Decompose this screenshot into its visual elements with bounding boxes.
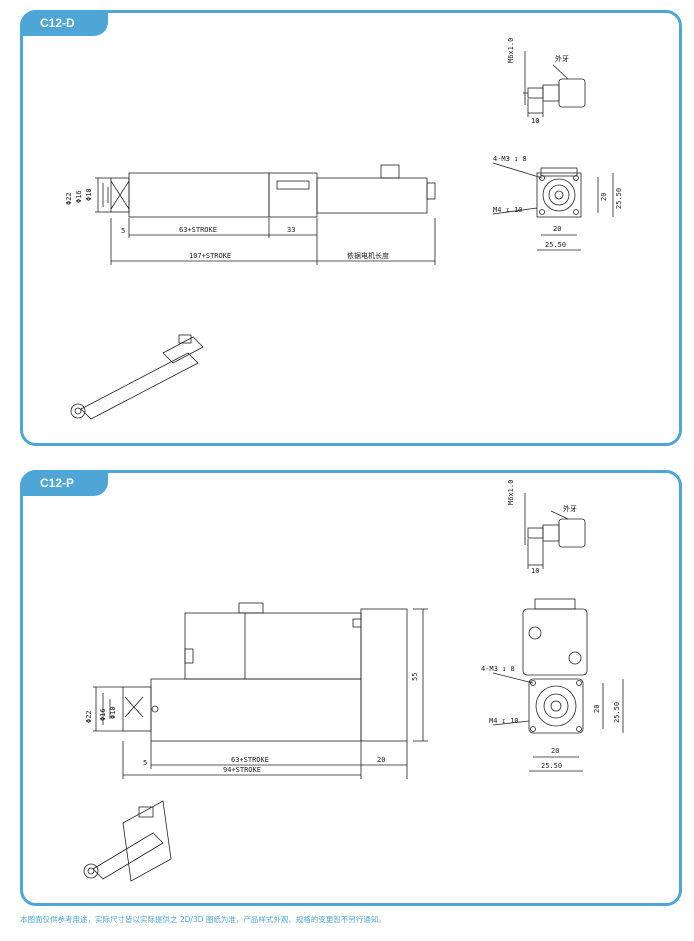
dim-h55: 55 (411, 673, 419, 681)
dim-total: 94+STROKE (223, 766, 261, 774)
side-view-c12-d: Φ22 Φ16 Φ10 5 63+STROKE 33 107+STROKE 依据… (65, 164, 436, 265)
dim-w25: 25.50 (541, 762, 562, 770)
face-view-c12-p: 4-M3 ↧ 8 M4 ↧ 10 20 25.50 20 25.50 (481, 598, 624, 772)
dim-33: 33 (287, 226, 295, 234)
dim-h25: 25.50 (613, 702, 621, 723)
thread-spec-label: M6x1.0 (507, 480, 515, 505)
thread-length-label: 10 (531, 567, 539, 575)
dim-dia16: Φ16 (75, 190, 83, 203)
dim-5: 5 (143, 759, 147, 767)
dim-stroke: 63+STROKE (231, 756, 269, 764)
dim-w25: 25.50 (545, 241, 566, 249)
note-m4: M4 ↧ 10 (493, 206, 523, 214)
panel-tab-c12-d: C12-D (20, 10, 108, 36)
isometric-view-c12-d (70, 334, 204, 420)
dim-5: 5 (121, 227, 125, 235)
drawing-c12-p: M6x1.0 外牙 10 55 Φ22 Φ (83, 480, 624, 882)
thread-type-label: 外牙 (555, 54, 569, 63)
thread-detail-c12-p: M6x1.0 外牙 10 (507, 480, 586, 575)
dim-dia10: Φ10 (109, 706, 117, 719)
note-m3: 4-M3 ↧ 8 (481, 665, 515, 673)
side-view-c12-p: 55 Φ22 Φ16 Φ10 5 63+STROKE 20 94+STROKE (85, 602, 428, 779)
thread-detail-c12-d: M6x1.0 外牙 10 (507, 38, 586, 125)
thread-length-label: 10 (531, 117, 539, 125)
face-view-c12-d: 4-M3 ↧ 8 M4 ↧ 10 20 25.50 20 25.50 (492, 155, 623, 251)
drawing-c12-d: M6x1.0 外牙 10 Φ22 Φ16 Φ10 (65, 38, 623, 420)
thread-spec-label: M6x1.0 (507, 38, 515, 63)
note-m3: 4-M3 ↧ 8 (493, 155, 527, 163)
panel-tab-c12-p: C12-P (20, 470, 108, 496)
dim-dia10: Φ10 (85, 188, 93, 201)
thread-type-label: 外牙 (563, 504, 577, 513)
panel-c12-p: C12-P M6x1.0 外牙 10 (20, 470, 682, 906)
dim-stroke: 63+STROKE (179, 226, 217, 234)
dim-w20: 20 (553, 225, 561, 233)
dim-w20: 20 (551, 747, 559, 755)
dim-dia16: Φ16 (99, 708, 107, 721)
dim-h25: 25.50 (615, 188, 623, 209)
isometric-view-c12-p (83, 800, 172, 882)
dim-h20: 20 (600, 193, 608, 201)
panel-c12-d: C12-D M6x1.0 外牙 10 (20, 10, 682, 446)
dim-20: 20 (377, 756, 385, 764)
dim-motor-length: 依据电机长度 (347, 251, 389, 260)
footer-disclaimer: 本图面仅供参考用途，实际尺寸皆以实际提供之 2D/3D 图纸为准，产品样式外观、… (20, 915, 386, 924)
note-m4: M4 ↧ 10 (489, 717, 519, 725)
dim-dia22: Φ22 (65, 192, 73, 205)
dim-total: 107+STROKE (189, 252, 231, 260)
dim-h20: 20 (593, 705, 601, 713)
dim-dia22: Φ22 (85, 710, 93, 723)
